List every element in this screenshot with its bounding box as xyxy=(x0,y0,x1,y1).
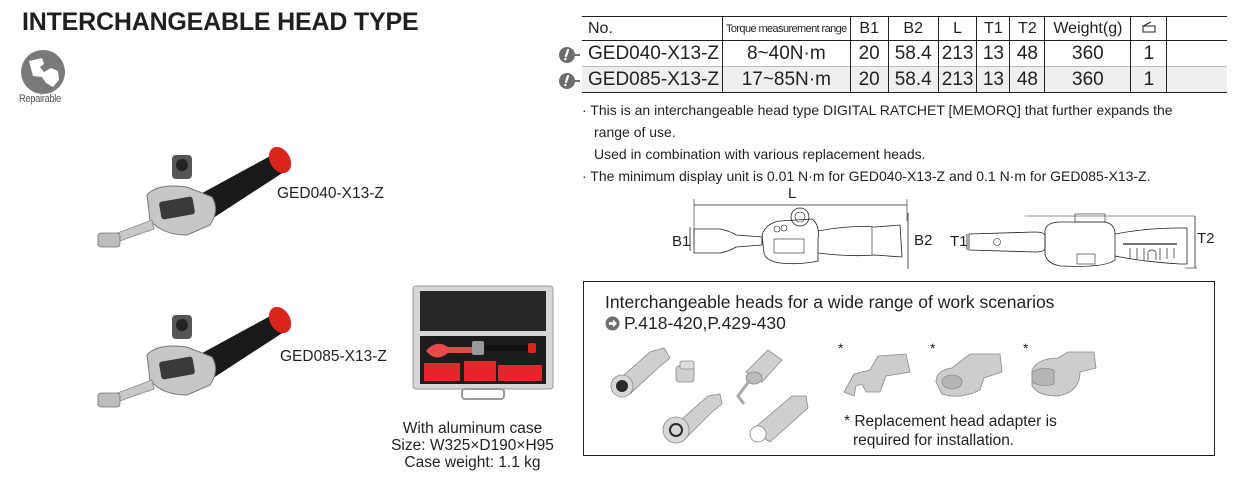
dim-label-t2: T2 xyxy=(1197,230,1215,247)
cell-qty: 1 xyxy=(1130,66,1167,93)
open-end-adapter-image xyxy=(749,395,809,443)
package-qty-icon xyxy=(1142,21,1156,32)
note-1-line-3: Used in combination with various replace… xyxy=(594,146,926,162)
cell-t2: 48 xyxy=(1009,66,1045,93)
note-1-line-2: range of use. xyxy=(594,124,676,140)
cell-no: GED085-X13-Z xyxy=(588,68,719,90)
col-torque-range: Torque measurement range xyxy=(721,16,851,41)
col-b1: B1 xyxy=(849,16,889,41)
wrench-circle-icon xyxy=(21,50,65,94)
alert-icon xyxy=(559,73,580,89)
alert-icon xyxy=(559,47,580,63)
ratchet-head-image xyxy=(610,347,671,398)
dimension-diagram-top-view xyxy=(689,199,909,269)
cell-b2: 58.4 xyxy=(887,40,939,67)
product-label-ged040: GED040-X13-Z xyxy=(277,185,384,202)
col-qty xyxy=(1130,16,1167,41)
adapter-required-note: * Replacement head adapter is required f… xyxy=(844,412,1057,450)
cell-b2: 58.4 xyxy=(887,66,939,93)
cell-weight: 360 xyxy=(1044,66,1131,93)
cell-t1: 13 xyxy=(976,40,1010,67)
table-row: GED085-X13-Z 17~85N·m 20 58.4 213 13 48 … xyxy=(582,66,1227,93)
interchangeable-heads-panel: Interchangeable heads for a wide range o… xyxy=(583,281,1215,456)
dim-label-l: L xyxy=(788,185,797,202)
col-t2: T2 xyxy=(1009,16,1045,41)
dimension-diagram-side-view xyxy=(966,213,1197,269)
digital-ratchet-image xyxy=(97,146,292,248)
cell-weight: 360 xyxy=(1044,40,1131,67)
cell-t2: 48 xyxy=(1009,40,1045,67)
cell-t1: 13 xyxy=(976,66,1010,93)
page-title: INTERCHANGEABLE HEAD TYPE xyxy=(22,8,419,36)
product-notes: · This is an interchangeable head type D… xyxy=(582,99,1222,187)
spanner-head-image xyxy=(843,353,911,397)
product-label-ged085: GED085-X13-Z xyxy=(280,348,387,365)
flare-nut-head-image xyxy=(1031,351,1097,397)
cell-extra xyxy=(1166,66,1227,93)
case-line-1: With aluminum case xyxy=(402,420,543,437)
col-t1: T1 xyxy=(976,16,1010,41)
spec-table: No. Torque measurement range B1 B2 L T1 … xyxy=(582,16,1227,93)
note-line-1: * Replacement head adapter is xyxy=(844,413,1057,430)
table-row: GED040-X13-Z 8~40N·m 20 58.4 213 13 48 3… xyxy=(582,40,1227,67)
note-2: · The minimum display unit is 0.01 N·m f… xyxy=(582,168,1151,184)
square-drive-adapter-image xyxy=(675,360,695,383)
digital-ratchet-image xyxy=(97,306,292,408)
repairable-label: Repairable xyxy=(19,93,61,105)
cell-b1: 20 xyxy=(849,66,889,93)
note-1-line-1: · This is an interchangeable head type D… xyxy=(582,102,1173,118)
dim-label-t1: T1 xyxy=(950,233,968,250)
col-l: L xyxy=(937,16,977,41)
case-line-2: Size: W325×D190×H95 xyxy=(391,437,554,454)
cell-extra xyxy=(1166,40,1227,67)
page-reference-text: P.418-420,P.429-430 xyxy=(624,313,786,333)
cell-range: 8~40N·m xyxy=(721,40,851,67)
ring-head-image xyxy=(935,353,1003,397)
dim-label-b1: B1 xyxy=(672,233,691,250)
col-weight: Weight(g) xyxy=(1044,16,1131,41)
cell-range: 17~85N·m xyxy=(721,66,851,93)
cell-qty: 1 xyxy=(1130,40,1167,67)
col-blank xyxy=(1166,16,1227,41)
table-header-row: No. Torque measurement range B1 B2 L T1 … xyxy=(582,16,1227,41)
cell-l: 213 xyxy=(937,40,977,67)
aluminum-case-image xyxy=(412,285,554,400)
note-line-2: required for installation. xyxy=(853,432,1015,449)
asterisk-marker: * xyxy=(930,340,936,356)
page-reference-link[interactable]: P.418-420,P.429-430 xyxy=(605,313,786,334)
cell-b1: 20 xyxy=(849,40,889,67)
cell-no: GED040-X13-Z xyxy=(588,42,719,64)
col-no: No. xyxy=(588,19,613,37)
cell-l: 213 xyxy=(937,66,977,93)
mini-ratchet-head-image xyxy=(662,393,723,444)
asterisk-marker: * xyxy=(1023,340,1029,356)
socket-adapter-image xyxy=(736,349,783,405)
col-b2: B2 xyxy=(887,16,939,41)
dim-label-b2: B2 xyxy=(914,232,933,249)
arrow-right-circle-icon xyxy=(605,316,620,331)
case-line-3: Case weight: 1.1 kg xyxy=(404,454,541,471)
heads-panel-title: Interchangeable heads for a wide range o… xyxy=(605,292,1055,312)
case-description: With aluminum case Size: W325×D190×H95 C… xyxy=(380,420,565,471)
asterisk-marker: * xyxy=(838,340,844,356)
